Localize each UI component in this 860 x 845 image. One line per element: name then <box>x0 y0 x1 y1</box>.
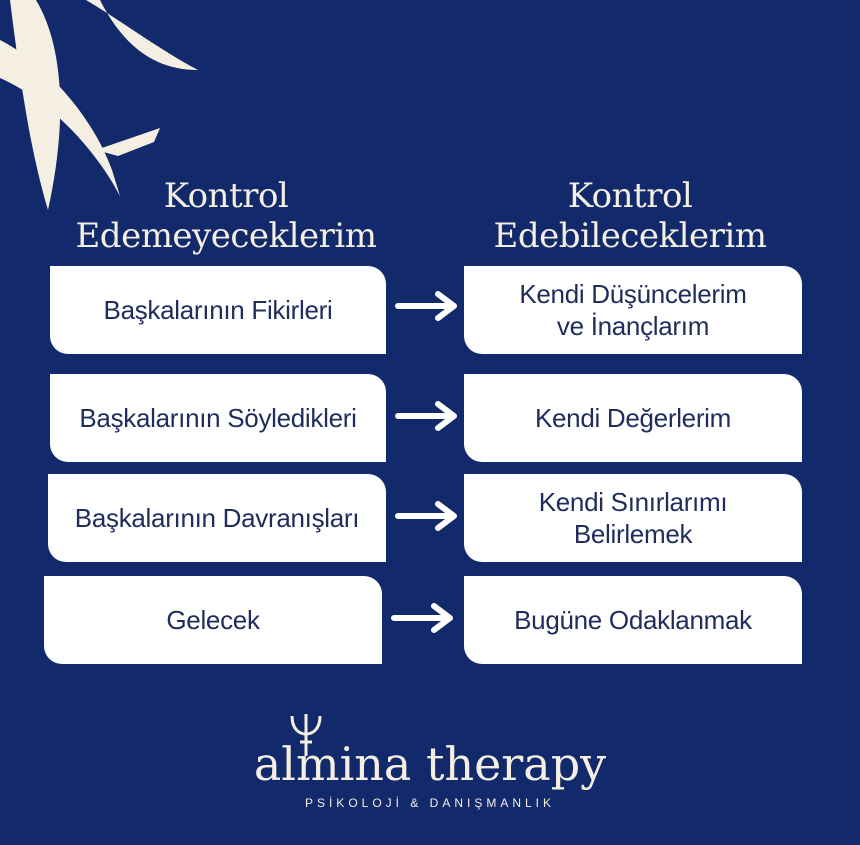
right-arrow-icon <box>395 291 457 321</box>
right-card-1-line-1: Kendi Düşüncelerim <box>519 279 747 309</box>
trident-icon <box>290 714 322 756</box>
right-card-2: Kendi Değerlerim <box>464 374 802 462</box>
right-arrow-icon <box>395 501 457 531</box>
heading-left-line-2: Edemeyeceklerim <box>75 216 377 256</box>
heading-uncontrollable: Kontrol Edemeyeceklerim <box>46 176 406 256</box>
right-card-1: Kendi Düşüncelerim ve İnançlarım <box>464 266 802 354</box>
left-card-1: Başkalarının Fikirleri <box>50 266 386 354</box>
brand-logo: almina therapy PSİKOLOJİ & DANIŞMANLIK <box>230 712 630 822</box>
brand-wordmark: almina therapy <box>253 737 607 791</box>
left-card-4: Gelecek <box>44 576 382 664</box>
left-card-3-text: Başkalarının Davranışları <box>74 503 360 533</box>
right-card-4-text: Bugüne Odaklanmak <box>514 605 752 635</box>
left-card-2-text: Başkalarının Söyledikleri <box>79 403 357 433</box>
right-card-3-line-1: Kendi Sınırlarımı <box>538 487 728 517</box>
corner-decoration <box>0 0 198 210</box>
right-card-1-text: Kendi Düşüncelerim ve İnançlarım <box>519 278 747 342</box>
right-card-2-text: Kendi Değerlerim <box>534 403 732 433</box>
left-card-3: Başkalarının Davranışları <box>48 474 386 562</box>
right-card-3-text: Kendi Sınırlarımı Belirlemek <box>539 486 728 550</box>
right-card-3-line-2: Belirlemek <box>573 519 693 549</box>
brand-tagline: PSİKOLOJİ & DANIŞMANLIK <box>304 796 556 810</box>
right-card-1-line-2: ve İnançlarım <box>556 311 710 341</box>
left-card-4-text: Gelecek <box>166 605 260 635</box>
heading-controllable: Kontrol Edebileceklerim <box>450 176 810 256</box>
right-arrow-icon <box>395 401 457 431</box>
heading-left-line-1: Kontrol <box>163 176 289 216</box>
left-card-1-text: Başkalarının Fikirleri <box>103 295 333 325</box>
right-card-4: Bugüne Odaklanmak <box>464 576 802 664</box>
heading-right-line-1: Kontrol <box>567 176 693 216</box>
left-card-2: Başkalarının Söyledikleri <box>50 374 386 462</box>
heading-right-line-2: Edebileceklerim <box>493 216 767 256</box>
right-card-3: Kendi Sınırlarımı Belirlemek <box>464 474 802 562</box>
right-arrow-icon <box>391 603 453 633</box>
